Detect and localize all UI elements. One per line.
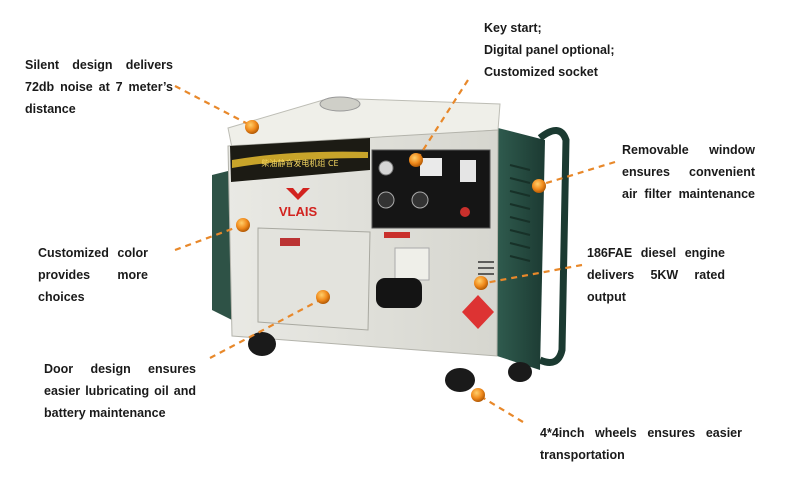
handle (537, 127, 570, 366)
callout-line: 186FAE diesel engine (587, 246, 725, 260)
socket-2 (411, 191, 429, 209)
leader-window (539, 160, 616, 187)
callout-line: 4*4inch wheels ensures easier (540, 426, 742, 440)
left-side-panel (212, 170, 232, 320)
callout-line: easier lubricating oil and (44, 384, 196, 398)
top-lid (227, 97, 501, 149)
front-vents (478, 261, 494, 275)
callout-line: transportation (540, 448, 625, 462)
marker-window (532, 179, 546, 193)
breaker (460, 160, 476, 182)
marker-wheels (471, 388, 485, 402)
socket-1 (377, 191, 395, 209)
door (257, 227, 371, 331)
fuel-cap (319, 96, 361, 112)
callout-line: ensures convenient (622, 165, 755, 179)
callout-line: output (587, 290, 626, 304)
leader-keystart (417, 79, 469, 159)
callout-line: Customized color (38, 246, 148, 260)
side-vents (509, 164, 531, 262)
callout-line: Door design ensures (44, 362, 196, 376)
callout-line: Silent design delivers (25, 58, 173, 72)
callout-line: Digital panel optional; (484, 43, 615, 57)
leader-door (209, 299, 321, 359)
callout-line: air filter maintenance (622, 187, 755, 201)
leader-silent (174, 85, 249, 125)
callout-line: 72db noise at 7 meter’s (25, 80, 173, 94)
marker-keystart (409, 153, 423, 167)
warning-label (384, 232, 410, 238)
callout-line: battery maintenance (44, 406, 166, 420)
key-switch (378, 160, 394, 176)
callout-engine: 186FAE diesel engine delivers 5KW rated … (587, 242, 725, 308)
hazard-label (462, 295, 494, 329)
leader-wheels (479, 395, 524, 423)
vlais-logo: VLAIS (279, 188, 318, 219)
callout-line: choices (38, 290, 85, 304)
marker-silent (245, 120, 259, 134)
latch-handle (376, 278, 422, 308)
logo-text: VLAIS (279, 204, 318, 219)
callout-line: provides more (38, 268, 148, 282)
callout-line: distance (25, 102, 76, 116)
marker-door (316, 290, 330, 304)
marker-color (236, 218, 250, 232)
callout-keystart: Key start; Digital panel optional; Custo… (484, 17, 615, 83)
markers (236, 120, 546, 402)
callout-color: Customized color provides more choices (38, 242, 148, 308)
leader-engine (484, 263, 583, 285)
indicator (460, 207, 470, 217)
callout-line: delivers 5KW rated (587, 268, 725, 282)
meter (420, 158, 442, 176)
info-plate (394, 247, 430, 281)
marker-engine (474, 276, 488, 290)
panel-label-text: 柴油静音发电机组 CE (261, 158, 338, 168)
callout-door: Door design ensures easier lubricating o… (44, 358, 196, 424)
wheel-front-right (445, 368, 475, 392)
callout-wheels: 4*4inch wheels ensures easier transporta… (540, 422, 742, 466)
leader-lines (174, 79, 616, 423)
wheel-rear-right (508, 362, 532, 382)
callout-line: Customized socket (484, 65, 598, 79)
door-sticker (280, 238, 300, 246)
callout-line: Removable window (622, 143, 755, 157)
right-side-panel (497, 128, 545, 370)
callout-line: Key start; (484, 21, 542, 35)
callout-window: Removable window ensures convenient air … (622, 139, 755, 205)
wheel-front-left (248, 332, 276, 356)
callout-silent: Silent design delivers 72db noise at 7 m… (25, 54, 173, 120)
leader-color (174, 224, 241, 252)
